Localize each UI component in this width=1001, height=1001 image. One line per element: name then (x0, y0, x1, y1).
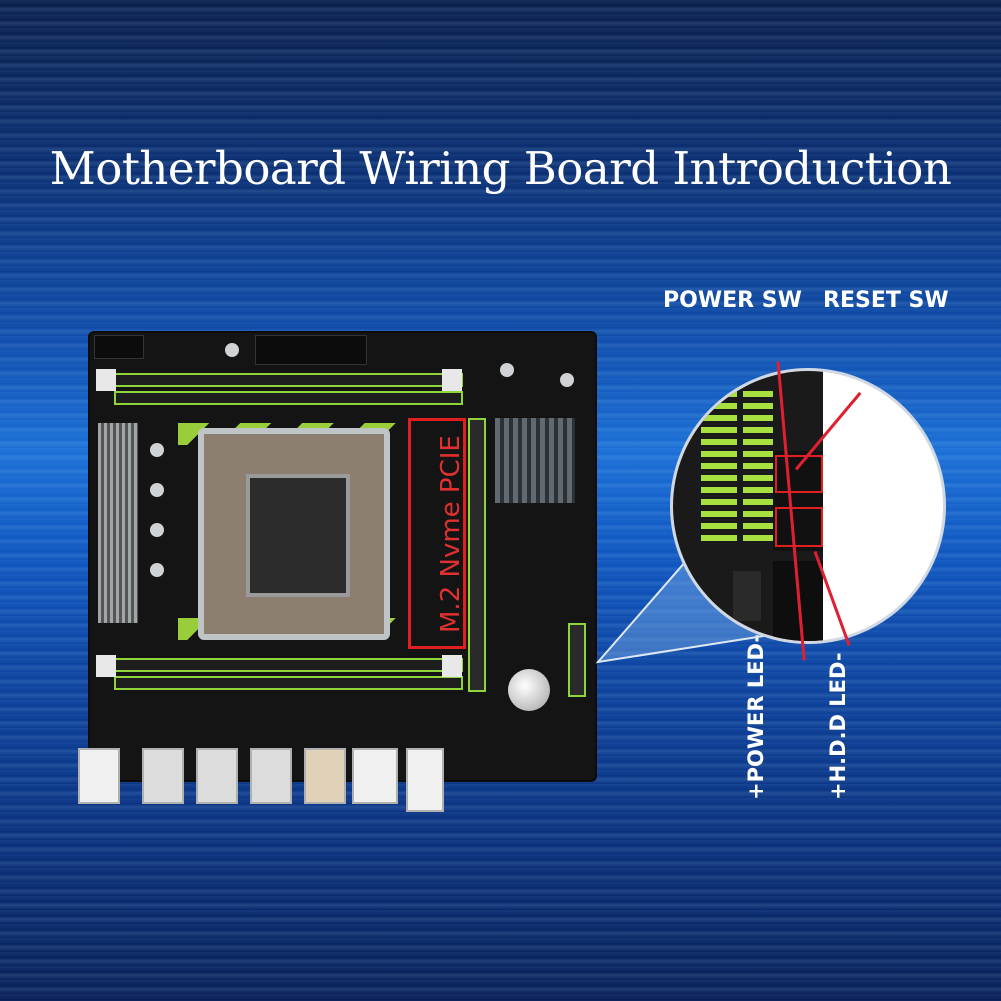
power-led-label: +POWER LED- (744, 633, 768, 800)
capacitor (150, 483, 164, 497)
motherboard-image: M.2 Nvme PCIE (78, 333, 595, 812)
usb-header (142, 748, 184, 804)
sata-port (352, 748, 398, 804)
led-pins (775, 507, 823, 547)
capacitor (150, 563, 164, 577)
hdd-led-label: +H.D.D LED- (826, 652, 850, 800)
usb-header (196, 748, 238, 804)
capacitor (500, 363, 514, 377)
power-sw-pins (775, 455, 823, 493)
ram-slot (114, 676, 463, 690)
ram-clip (442, 655, 462, 677)
ram-clip (96, 369, 116, 391)
m2-label: M.2 Nvme PCIE (436, 435, 466, 633)
chipset-heatsink (495, 418, 575, 503)
reset-sw-label: RESET SW (823, 288, 949, 313)
m2-highlight-box (408, 418, 466, 649)
zoom-green-slot (701, 391, 737, 541)
front-panel-zoom (670, 368, 946, 644)
ram-slot (114, 373, 463, 387)
zoom-green-slot (743, 391, 773, 541)
cpu-socket-contacts (246, 474, 350, 597)
usb-header (304, 748, 346, 804)
cpu-socket (198, 428, 390, 640)
usb-header (250, 748, 292, 804)
power-sw-label: POWER SW (663, 288, 802, 313)
pcie-slot-small (568, 623, 586, 697)
ram-slot (114, 391, 463, 405)
pcie-slot (468, 418, 486, 692)
page-title: Motherboard Wiring Board Introduction (49, 142, 952, 195)
sata-port (78, 748, 120, 804)
zoom-chip (733, 571, 761, 621)
ram-slot (114, 658, 463, 672)
ram-clip (442, 369, 462, 391)
ram-clip (96, 655, 116, 677)
capacitor (225, 343, 239, 357)
cpu-power-connector (94, 335, 144, 359)
vrm-heatsink (98, 423, 138, 623)
atx-power-connector (255, 335, 367, 365)
capacitor (560, 373, 574, 387)
capacitor (150, 443, 164, 457)
capacitor (150, 523, 164, 537)
cmos-battery (508, 669, 550, 711)
bios-chip (406, 748, 444, 812)
